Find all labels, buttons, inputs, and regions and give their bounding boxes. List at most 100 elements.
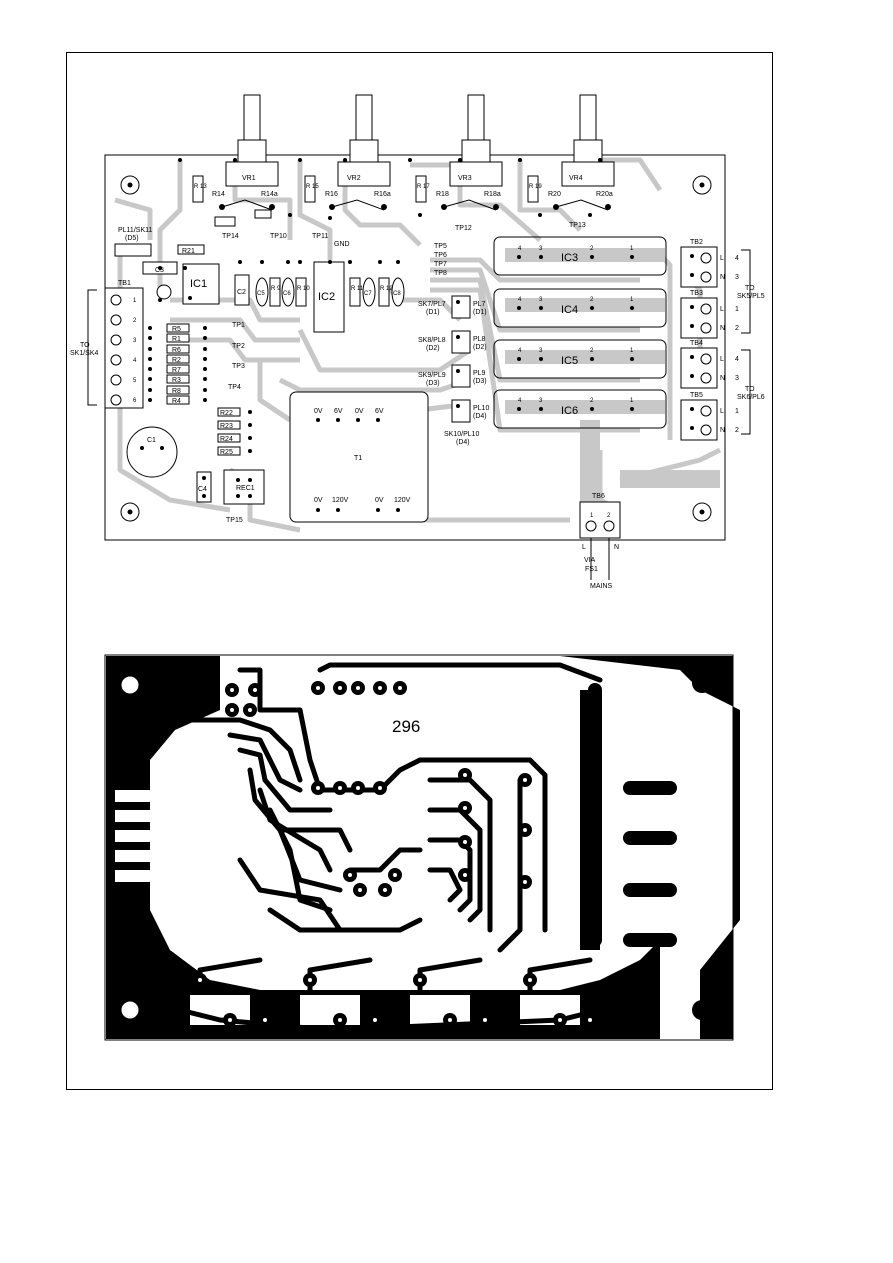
ic-pin: 2	[590, 398, 594, 404]
track-pad-hole	[383, 888, 387, 892]
solder-pad	[456, 300, 460, 304]
tp-label: TP6	[434, 252, 447, 259]
solder-pad	[148, 347, 152, 351]
track-pad-hole	[378, 686, 382, 690]
tb1-pin: 3	[133, 338, 137, 344]
res-label: R4	[172, 398, 181, 405]
track-pad-hole	[338, 786, 342, 790]
solder-pad	[203, 367, 207, 371]
track-pad-hole	[483, 1018, 487, 1022]
solder-pad	[236, 494, 240, 498]
solder-pad	[158, 266, 162, 270]
solder-pad	[178, 158, 182, 162]
ic-pin: 1	[630, 297, 634, 303]
tb1-screws: 1 2 3 4 5 6	[110, 294, 137, 406]
solder-pad	[690, 305, 694, 309]
plug-left-sub: (D2)	[426, 345, 440, 352]
tp13-label: TP13	[569, 222, 586, 229]
vertical-resistors: R 13 R 15 R 17 R 19	[192, 175, 542, 203]
solder-pad	[202, 476, 206, 480]
right-note: TO	[745, 386, 755, 393]
tb-side-number: 2	[735, 325, 739, 332]
t1-pin: 0V	[314, 408, 323, 415]
ic-pin: 3	[539, 297, 543, 303]
solder-pad	[376, 508, 380, 512]
mains-label: MAINS	[590, 583, 613, 590]
tb6-pin: 1	[590, 513, 594, 519]
solder-pad	[598, 158, 602, 162]
solder-pad	[188, 296, 192, 300]
track-pad-hole	[263, 1018, 267, 1022]
solder-pad	[630, 306, 634, 310]
tp-label: TP2	[232, 343, 245, 350]
right-note: SK5/PL5	[737, 293, 765, 300]
tb1-pin: 5	[133, 378, 137, 384]
pot-label: VR4	[569, 175, 583, 182]
figure-number: 296	[392, 717, 420, 736]
plug-right: PL10	[473, 405, 489, 412]
track-pad-hole	[308, 978, 312, 982]
relay-pads	[588, 683, 677, 947]
plug-right-sub: (D3)	[473, 378, 487, 385]
solder-pad	[590, 357, 594, 361]
res-label: R8	[172, 388, 181, 395]
tb-side-number: 3	[735, 274, 739, 281]
track-pad-hole	[253, 688, 257, 692]
r21-label: R21	[182, 248, 195, 255]
track-pad-hole	[338, 1018, 342, 1022]
pot-vr1: VR1 R14 R14a	[212, 94, 279, 211]
track-pad-hole	[316, 686, 320, 690]
tb-letter: L	[720, 408, 724, 415]
solder-pad	[588, 213, 592, 217]
resistor-lower: R22 R23 R24 R25	[217, 407, 241, 456]
track-pad-hole	[248, 708, 252, 712]
track-pad-hole	[523, 880, 527, 884]
ic-pin: 3	[539, 348, 543, 354]
track-pad-hole	[418, 978, 422, 982]
solder-pad	[336, 508, 340, 512]
rec1-bridge	[223, 469, 265, 505]
cap-label: C7	[364, 291, 372, 297]
right-note: TO	[745, 285, 755, 292]
solder-pad	[248, 436, 252, 440]
tb-label: TB5	[690, 392, 703, 399]
plug-left-sub: (D3)	[426, 380, 440, 387]
ic2-label: IC2	[318, 291, 335, 303]
tb-letter: L	[720, 255, 724, 262]
c2-capacitor	[234, 274, 250, 306]
tb1-pin: 4	[133, 358, 137, 364]
right-bracket-top	[741, 249, 751, 334]
t1-pin: 6V	[375, 408, 384, 415]
solder-pad	[418, 213, 422, 217]
solder-pad	[203, 377, 207, 381]
track-pads	[193, 681, 597, 1027]
solder-pad	[203, 357, 207, 361]
solder-pad	[517, 255, 521, 259]
solder-pad	[140, 446, 144, 450]
t1-pin: 0V	[314, 497, 323, 504]
pot-right-resistor: R20a	[596, 191, 613, 198]
plug-right: PL7	[473, 301, 486, 308]
tb1-label: TB1	[118, 280, 131, 287]
plane-gaps	[115, 690, 700, 1025]
solder-pad	[316, 508, 320, 512]
tp-label: TP8	[434, 270, 447, 277]
resistor-label: R 13	[194, 184, 207, 190]
solder-pad	[378, 260, 382, 264]
track-layout-diagram: 296	[104, 654, 740, 1041]
res-label: R 9	[271, 286, 281, 292]
mains-via: VIA	[584, 557, 596, 564]
solder-pad	[203, 347, 207, 351]
res-label: R24	[220, 436, 233, 443]
resistor-column: R5 R1 R6 R2 R7 R3 R8 R4	[166, 323, 190, 405]
pot-label: VR2	[347, 175, 361, 182]
solder-pad	[203, 336, 207, 340]
solder-pad	[408, 158, 412, 162]
track-pad-hole	[358, 888, 362, 892]
track-pad-hole	[356, 686, 360, 690]
cap-label: C6	[283, 291, 291, 297]
plug-right-sub: (D4)	[473, 413, 487, 420]
tb-letter: N	[720, 325, 725, 332]
tb-side-number: 3	[735, 375, 739, 382]
res-label: R3	[172, 377, 181, 384]
